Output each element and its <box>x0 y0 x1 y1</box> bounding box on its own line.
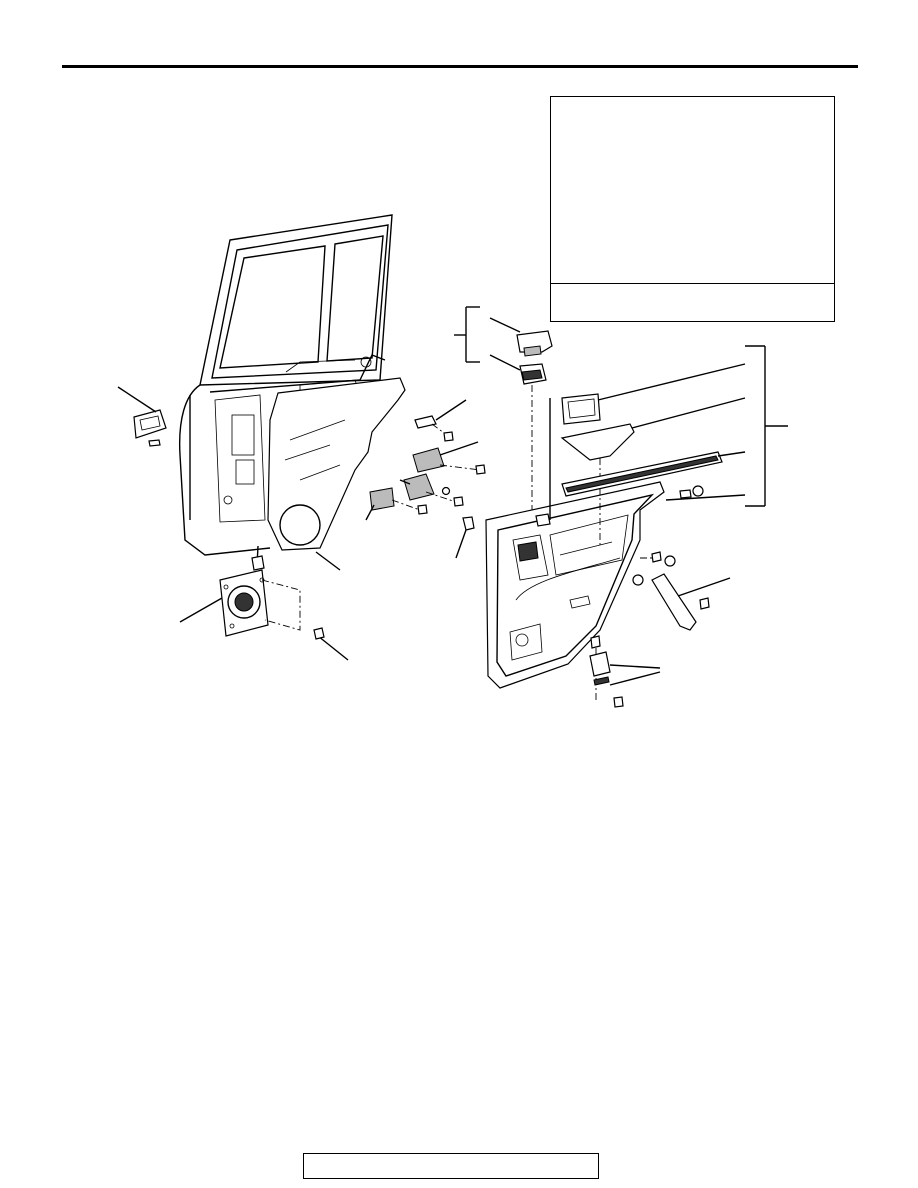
footer-box <box>303 1153 599 1179</box>
inset-caption <box>551 283 834 321</box>
right-parts <box>549 345 788 567</box>
header-rule <box>62 65 858 68</box>
courtesy-lamp <box>589 635 661 708</box>
power-window-switch <box>454 306 553 520</box>
sealing-screen <box>267 377 406 551</box>
inset-box <box>550 96 835 322</box>
door-trim-panel <box>485 481 665 689</box>
inside-handle-left <box>117 386 167 447</box>
speaker <box>179 545 349 661</box>
brackets-middle <box>365 399 486 559</box>
assist-grip <box>632 573 731 631</box>
